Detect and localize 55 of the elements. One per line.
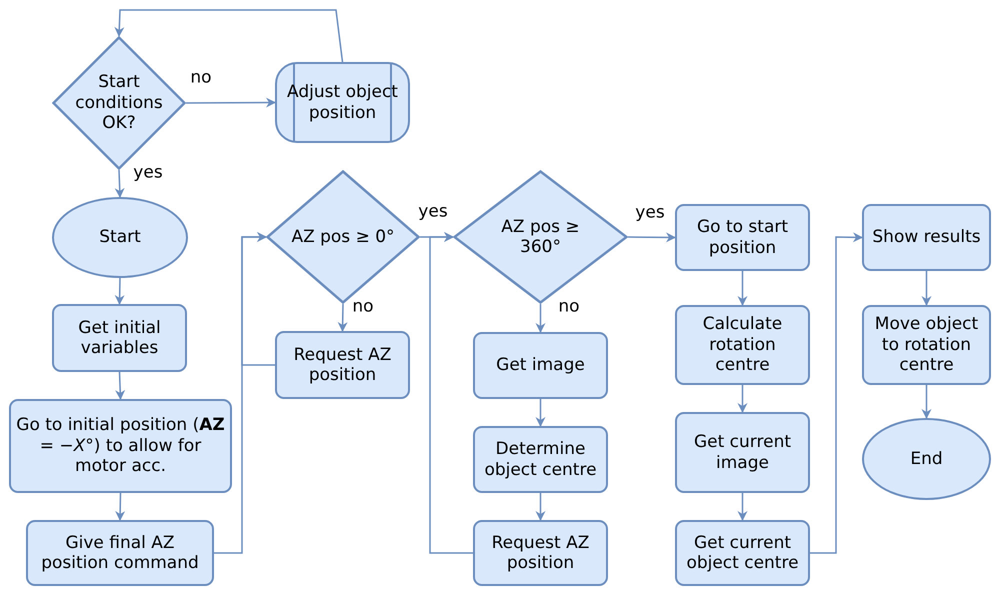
node-label: Go to initial position (AZ = −X°) to allow for motor acc. — [15, 415, 226, 477]
node-label: Adjust object position — [286, 82, 399, 123]
arrow — [922, 271, 932, 306]
node-label: AZ pos ≥ 0° — [290, 226, 396, 248]
node-label: Get current image — [692, 432, 792, 473]
node-label: Go to start position — [696, 217, 790, 258]
node-label: Get initial variables — [77, 318, 162, 358]
node-label: Get image — [495, 355, 586, 376]
arrow — [241, 232, 275, 366]
process-box — [473, 332, 608, 399]
arrow — [738, 493, 748, 521]
arrow — [536, 493, 546, 521]
process-box — [675, 305, 810, 385]
arrow — [536, 304, 546, 333]
subprocess-box — [275, 62, 410, 143]
process-box — [26, 520, 214, 586]
process-box — [862, 204, 991, 271]
node-label: Calculate rotation centre — [702, 314, 784, 376]
node-label: End — [909, 448, 944, 470]
decision-diamond — [266, 170, 420, 304]
node-label: Give final AZ position command — [40, 532, 200, 574]
arrow — [810, 232, 863, 554]
process-box — [473, 520, 608, 586]
node-label: Get current object centre — [685, 532, 800, 574]
node-label: Show results — [871, 227, 982, 248]
node-label: AZ pos ≥ 360° — [500, 216, 581, 258]
arrow — [114, 170, 125, 198]
node-label: Move object to rotation centre — [874, 314, 980, 376]
arrow — [115, 372, 126, 400]
process-box — [675, 412, 810, 493]
arrow — [115, 492, 126, 521]
arrow — [738, 385, 748, 413]
process-box — [862, 305, 991, 385]
node-label: Determine object centre — [483, 439, 598, 480]
process-box — [275, 331, 410, 399]
arrow — [922, 385, 932, 419]
process-box — [675, 204, 810, 271]
process-box — [473, 426, 608, 493]
arrow — [536, 399, 546, 427]
decision-diamond — [52, 36, 186, 170]
decision-diamond — [453, 170, 628, 304]
arrow — [114, 278, 125, 305]
process-box — [675, 520, 810, 586]
node-label: Request AZ position — [490, 532, 590, 574]
node-label: Start conditions OK? — [74, 72, 164, 134]
arrow — [186, 98, 276, 108]
node-label: Start — [98, 227, 142, 248]
arrow — [628, 232, 676, 242]
arrow — [429, 232, 473, 554]
arrow — [338, 304, 348, 332]
arrow — [738, 271, 748, 306]
process-box — [52, 304, 187, 372]
node-label: Request AZ position — [292, 344, 392, 386]
process-box — [9, 399, 232, 493]
arrow — [114, 9, 344, 62]
